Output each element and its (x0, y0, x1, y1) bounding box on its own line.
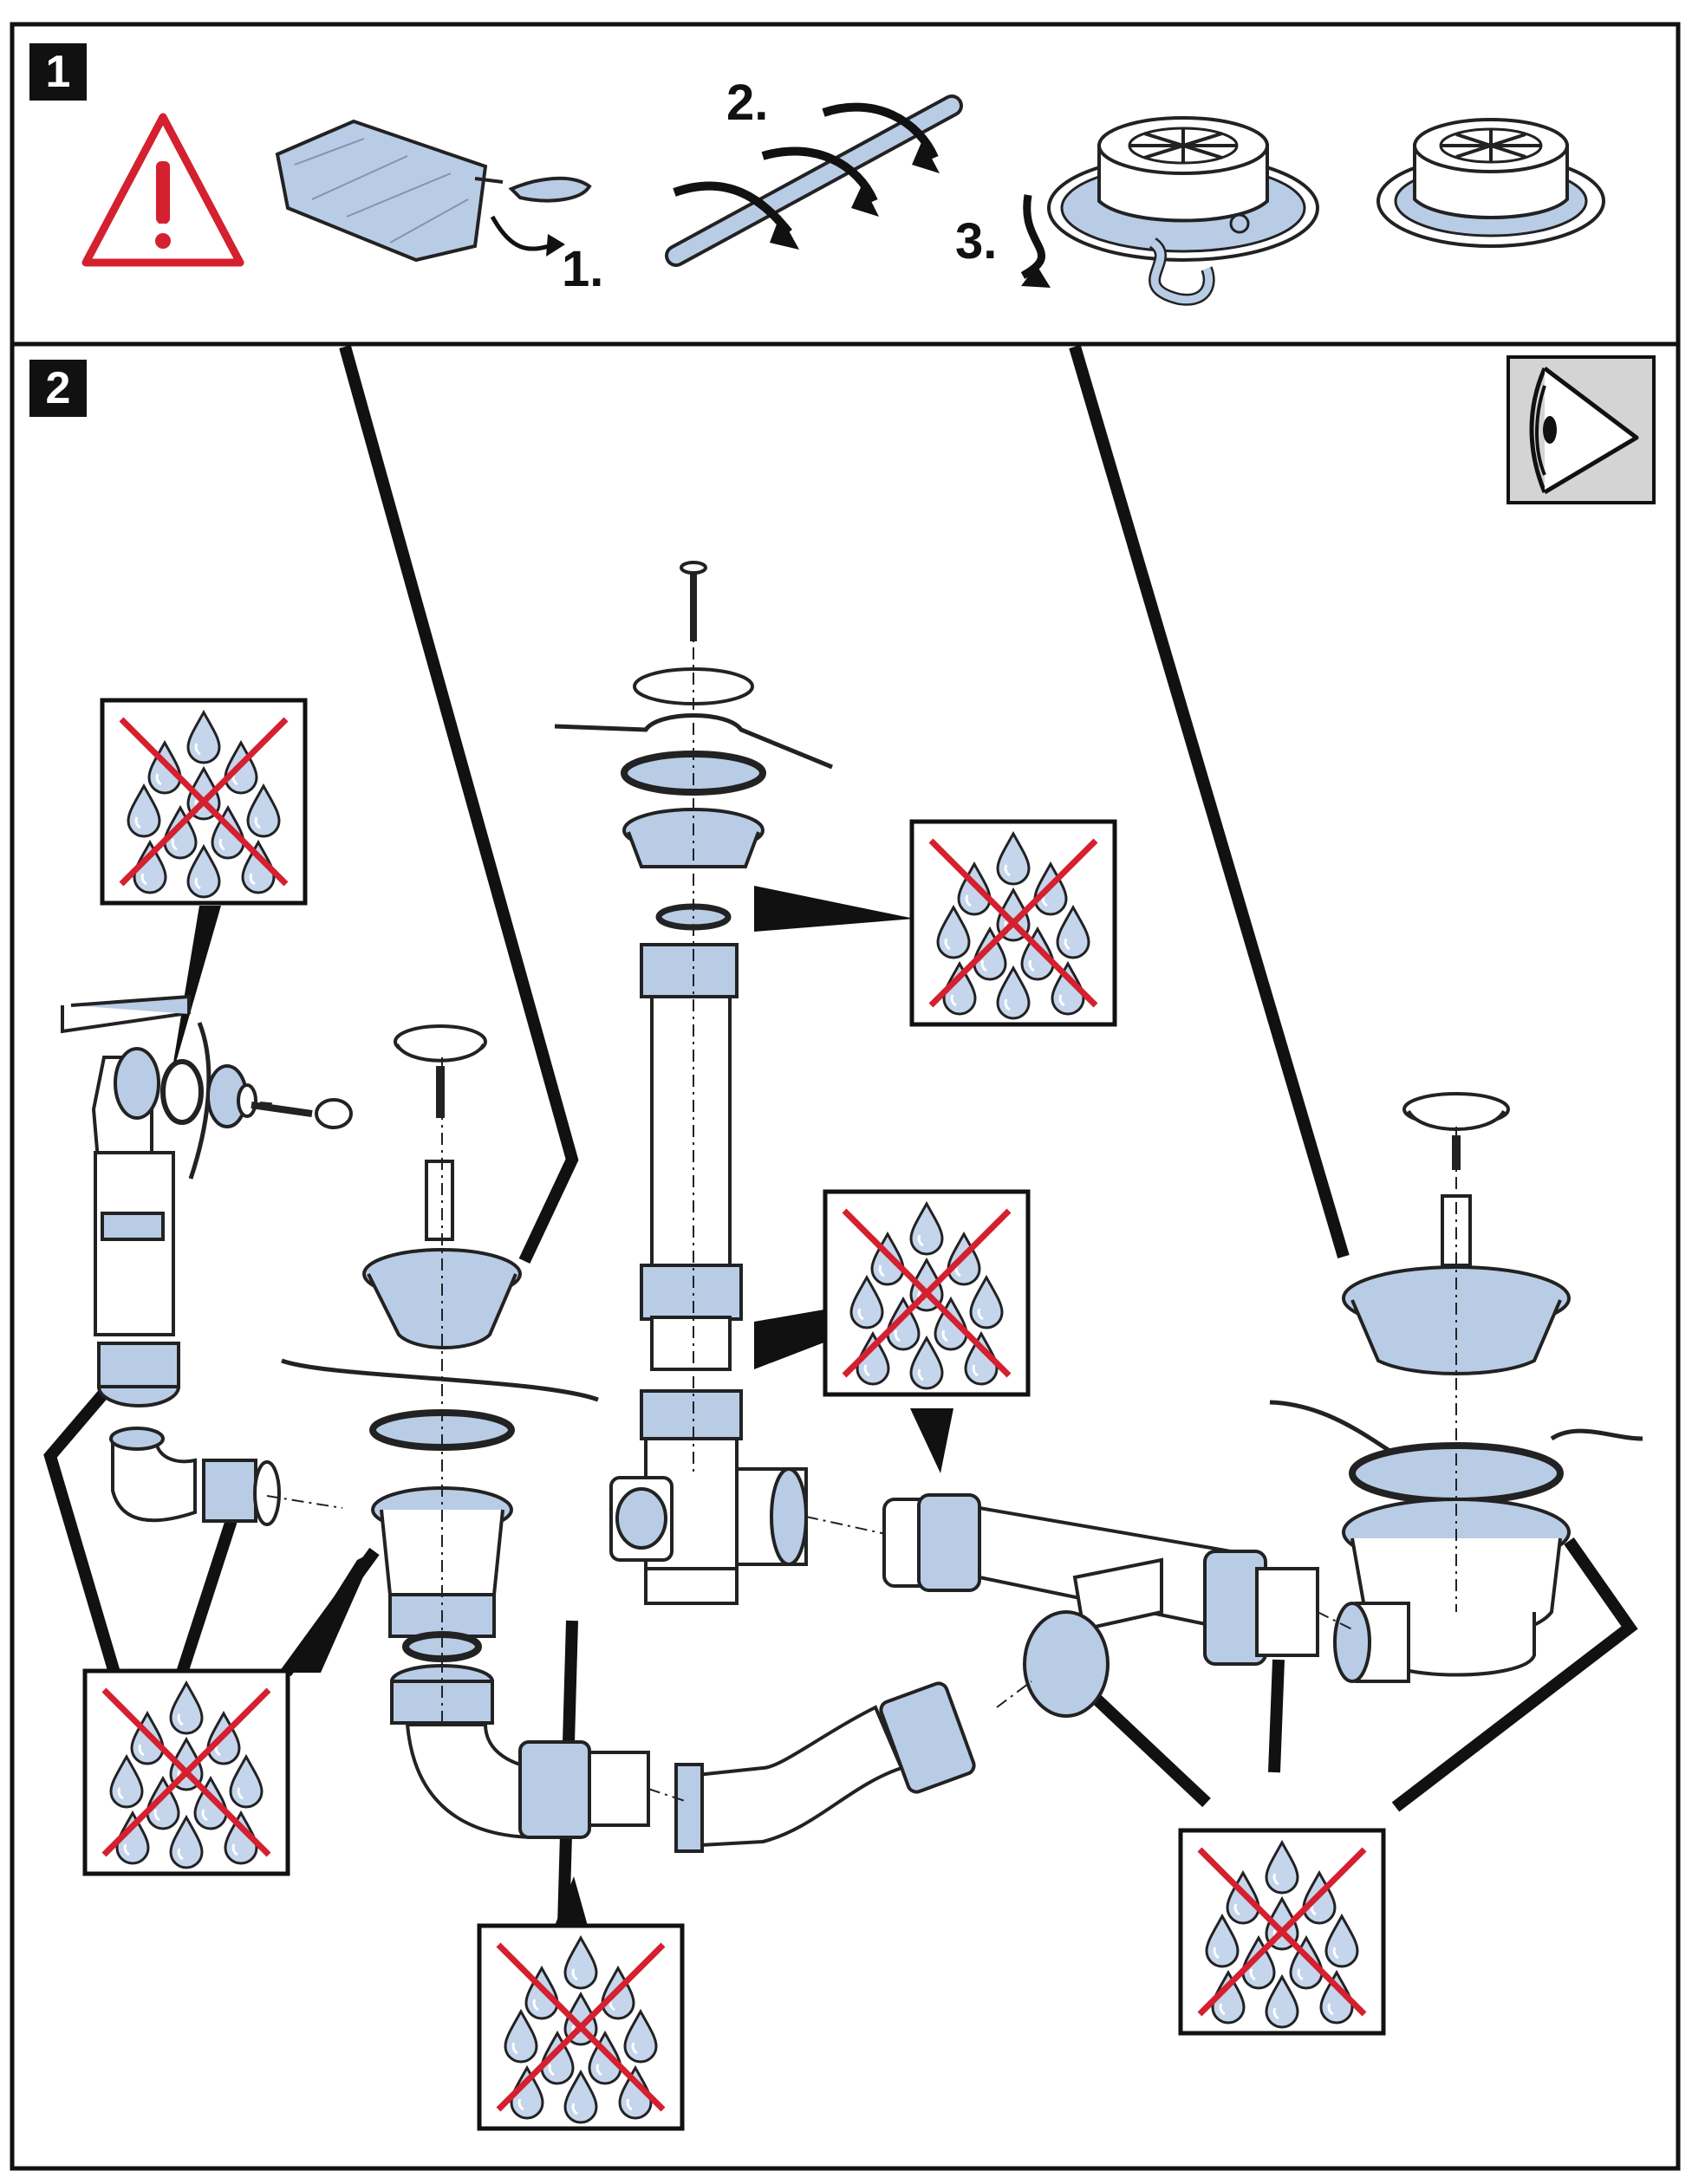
eye-inspection-icon (1507, 355, 1656, 504)
strainer-with-strip-icon (1020, 116, 1319, 306)
no-water-drops-icon (85, 1671, 288, 1874)
outer-frame (10, 22, 1681, 2171)
sealant-package-icon (275, 119, 592, 263)
no-water-drops-icon (102, 700, 305, 903)
left-elbow (405, 1723, 650, 1840)
no-water-drops-icon (912, 822, 1115, 1024)
no-water-drops-icon (1181, 1830, 1383, 2033)
t-piece (882, 1493, 1319, 1718)
strainer-finished-icon (1376, 118, 1605, 248)
alignment-lines (259, 572, 1457, 1802)
warning-triangle-icon (81, 113, 244, 267)
step-3-label: 3. (955, 213, 998, 270)
panel-2-number: 2 (29, 360, 87, 417)
no-water-drops-icon (479, 1926, 682, 2129)
step-2-label: 2. (726, 75, 769, 131)
panel-1-number: 1 (29, 43, 87, 101)
center-bent-pipe (674, 1681, 976, 1853)
overflow-assembly (61, 994, 353, 1526)
rolling-strip-icon (665, 94, 963, 267)
step-1-label: 1. (562, 241, 604, 297)
no-water-drops-icon (825, 1192, 1028, 1394)
